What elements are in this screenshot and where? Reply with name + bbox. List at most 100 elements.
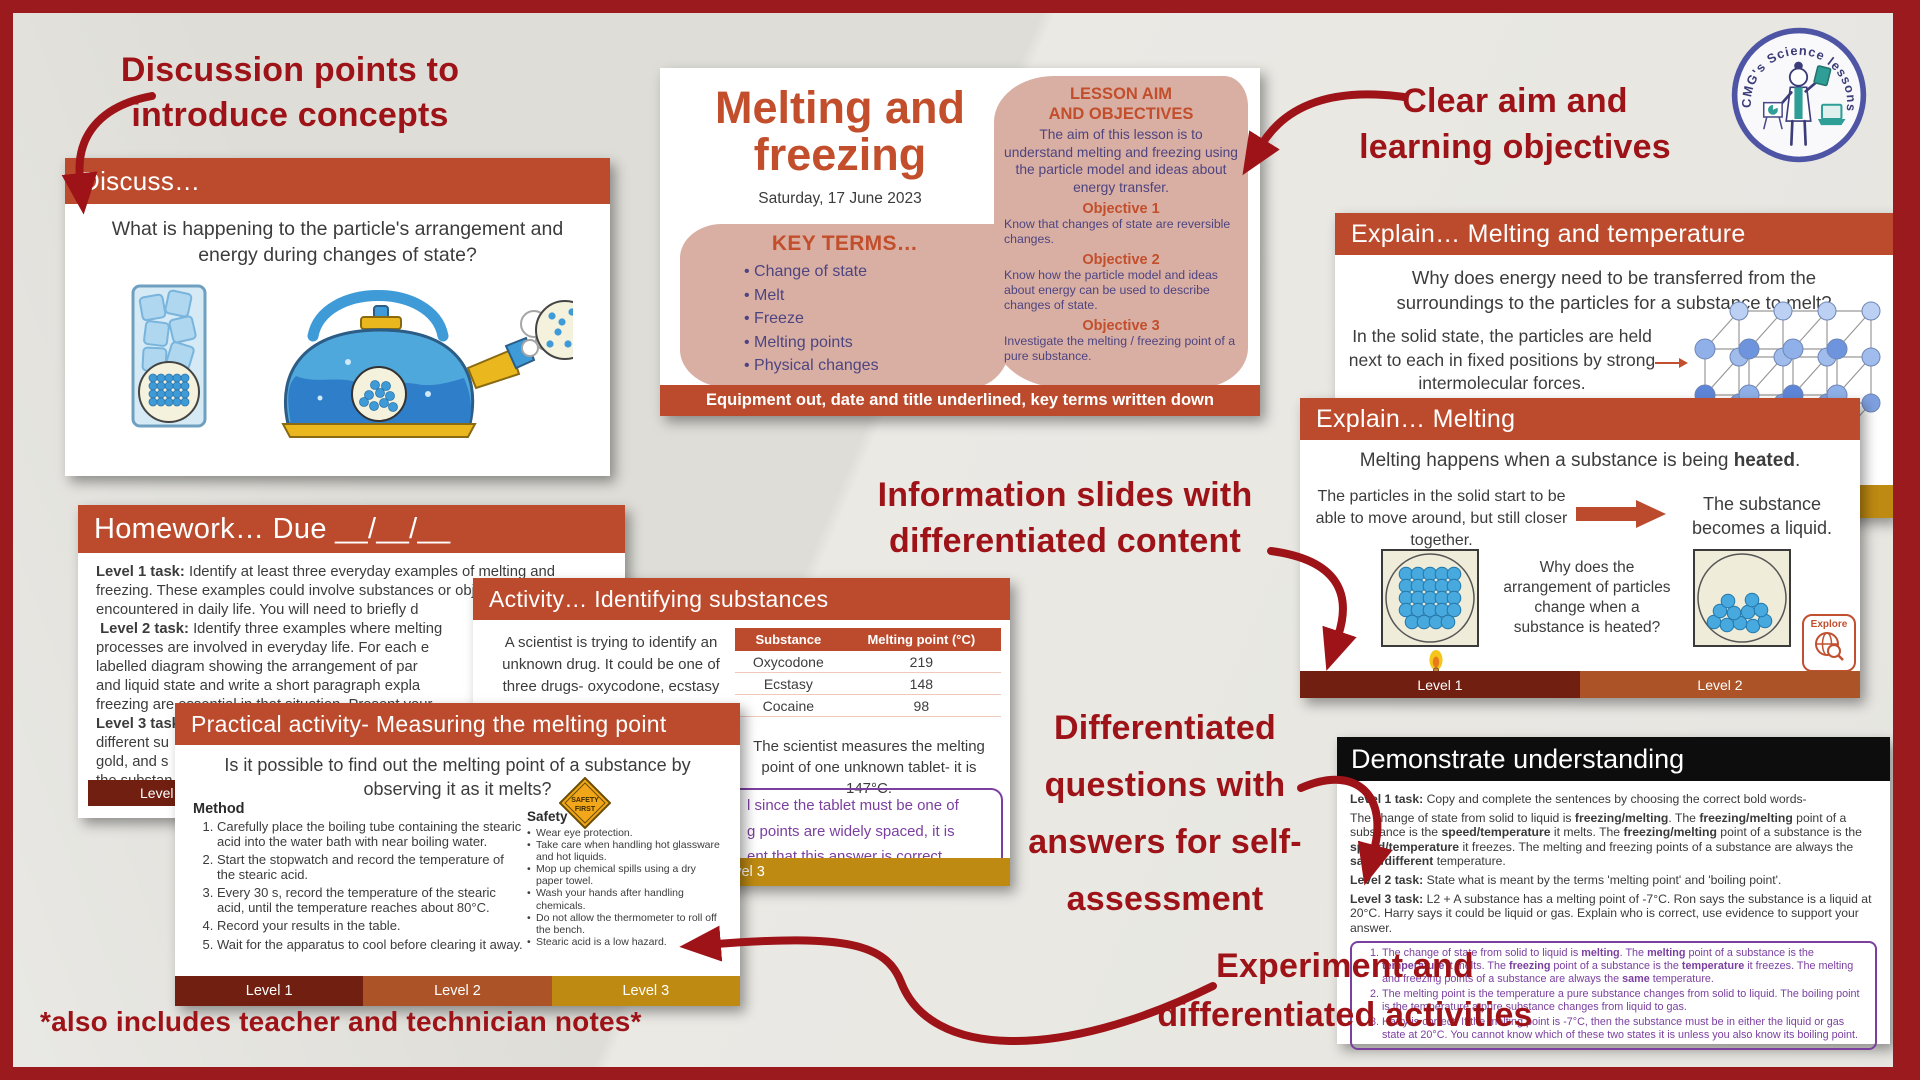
homework-line: and liquid state and write a short parag… [96, 678, 421, 694]
pie-chart-board-icon [1762, 101, 1783, 130]
annotation-line: introduce concepts [131, 96, 449, 134]
slide-activity-identifying-substances: Activity… Identifying substances A scien… [473, 578, 1010, 886]
answer-line: g points are widely spaced, it is [747, 822, 955, 840]
level-bars: Level 1 Level 2 Level 3 [175, 976, 740, 1006]
lesson-date: Saturday, 17 June 2023 [758, 190, 922, 207]
level3-task: Level 3 task: L2 + A substance has a mel… [1350, 891, 1872, 935]
annotation-line: Differentiated [1054, 709, 1276, 747]
activity-intro: A scientist is trying to identify an unk… [485, 632, 737, 698]
safety-list: Wear eye protection. Take care when hand… [527, 827, 723, 948]
cell-substance: Oxycodone [735, 651, 842, 673]
annotation-line: Clear aim and [1402, 82, 1628, 120]
annotation-discussion-points: Discussion points to introduce concepts [60, 48, 520, 138]
slide-header-bar: Explain… Melting and temperature [1335, 213, 1893, 255]
key-terms-heading: KEY TERMS… [771, 232, 919, 255]
homework-line: different su [96, 735, 169, 751]
key-term: Physical changes [744, 354, 1010, 378]
question-text: Why does energy need to be transferred f… [1396, 267, 1832, 313]
lesson-title: Melting and freezing [715, 82, 965, 180]
homework-line: encountered in daily life. You will need… [96, 602, 419, 618]
slide-demonstrate-understanding: Demonstrate understanding Level 1 task: … [1337, 737, 1890, 1050]
level-label: Level 2 [434, 983, 481, 999]
badge-text-safety: SAFETY [571, 797, 599, 804]
safety-item: Stearic acid is a low hazard. [527, 936, 723, 948]
boiling-kettle-icon [280, 290, 573, 438]
key-term: Melt [744, 284, 1010, 308]
objective-label: Objective 1 [1082, 201, 1160, 217]
laptop-icon [1817, 103, 1846, 126]
slide-practical-activity: Practical activity- Measuring the meltin… [175, 703, 740, 1006]
method-section: Method Carefully place the boiling tube … [193, 801, 523, 956]
annotation-line: Information slides with [877, 476, 1253, 514]
homework-line: gold, and s [96, 754, 169, 770]
annotation-differentiated-questions: Differentiated questions with answers fo… [985, 700, 1345, 928]
level-1-bar: Level 1 [1300, 671, 1580, 698]
level-bars: Level 1 Level 2 [1300, 671, 1860, 698]
table-row: Oxycodone 219 [735, 651, 1001, 673]
slide-title: Activity… Identifying substances [489, 585, 829, 612]
method-step: Record your results in the table. [217, 918, 523, 934]
aim-heading: LESSON AIM AND OBJECTIVES [1004, 84, 1238, 124]
objective-text: Know how the particle model and ideas ab… [1004, 268, 1218, 312]
slide-title: Explain… Melting [1316, 404, 1516, 433]
annotation-line: Experiment and [1216, 947, 1474, 985]
answer-item: The melting point is the temperature a p… [1382, 988, 1867, 1014]
key-terms-list: Change of state Melt Freeze Melting poin… [744, 260, 1010, 378]
method-step: Start the stopwatch and record the tempe… [217, 852, 523, 882]
annotation-clear-aim: Clear aim and learning objectives [1315, 78, 1715, 170]
homework-line: labelled diagram showing the arrangement… [96, 659, 418, 675]
annotation-line: answers for self- [1028, 823, 1302, 861]
level2-task: Level 2 task: State what is meant by the… [1350, 872, 1782, 887]
slide-discuss: Discuss… What is happening to the partic… [65, 158, 610, 476]
melting-points-table: Substance Melting point (°C) Oxycodone 2… [735, 628, 1001, 717]
method-step: Carefully place the boiling tube contain… [217, 819, 523, 849]
badge-text-first: FIRST [575, 806, 596, 813]
solid-description: The particles in the solid start to be a… [1315, 488, 1568, 549]
explore-badge: Explore [1802, 614, 1856, 672]
key-term: Melting points [744, 331, 1010, 355]
answer-item: Harry is correct. If the melting point i… [1382, 1016, 1867, 1042]
annotation-line: learning objectives [1359, 128, 1671, 166]
level1-sentences: The change of state from solid to liquid… [1350, 810, 1862, 869]
cell-substance: Ecstasy [735, 672, 842, 695]
slide-header-bar: Practical activity- Measuring the meltin… [175, 703, 740, 745]
demo-body: Level 1 task: Copy and complete the sent… [1337, 781, 1890, 1050]
method-heading: Method [193, 801, 245, 817]
annotation-experiment-activities: Experiment and differentiated activities [1095, 942, 1595, 1040]
liquid-description: The substance becomes a liquid. [1691, 494, 1833, 538]
intro-line: three drugs- oxycodone, ecstasy [502, 678, 720, 695]
aim-heading-line2: AND OBJECTIVES [1048, 105, 1194, 123]
discussion-question: What is happening to the particle's arra… [111, 218, 564, 266]
intro-line: A scientist is trying to identify an [504, 634, 718, 651]
level-2-bar: Level 2 [1580, 671, 1860, 698]
level-label: Level 2 [1697, 676, 1743, 693]
glass-of-ice-icon [131, 284, 206, 428]
explore-globe-icon [1815, 632, 1844, 661]
objective-label: Objective 2 [1082, 252, 1160, 268]
gas-particles [545, 308, 573, 348]
aim-heading-line1: LESSON AIM [1069, 85, 1173, 103]
ice-glass-and-kettle-illustration [131, 284, 573, 438]
aim-text: The aim of this lesson is to understand … [1004, 127, 1238, 195]
intro-line: unknown drug. It could be one of [502, 656, 720, 673]
safety-item: Do not allow the thermometer to roll off… [527, 912, 723, 936]
answer-item: The change of state from solid to liquid… [1382, 947, 1867, 986]
level-label: Level 1 [140, 785, 186, 801]
level1-task: Level 1 task: Copy and complete the sent… [1350, 792, 1807, 806]
annotation-footnote: *also includes teacher and technician no… [40, 1006, 642, 1037]
table-row: Ecstasy 148 [735, 672, 1001, 695]
slide-header-bar: Explain… Melting [1300, 398, 1860, 440]
annotation-information-slides: Information slides with differentiated c… [835, 472, 1295, 564]
method-step: Every 30 s, record the temperature of th… [217, 885, 523, 915]
annotation-line: questions with [1044, 766, 1286, 804]
liquid-particles-diagram [1693, 549, 1791, 647]
slide-title: Explain… Melting and temperature [1351, 219, 1746, 248]
annotation-line: Discussion points to [120, 51, 460, 89]
key-term: Freeze [744, 307, 1010, 331]
safety-item: Wash your hands after handling chemicals… [527, 887, 723, 911]
method-step: Wait for the apparatus to cool before cl… [217, 937, 523, 953]
cmg-science-lessons-logo: CMG's Science lessons [1731, 27, 1867, 163]
solid-particles-diagram [1381, 549, 1479, 647]
safety-item: Wear eye protection. [527, 827, 723, 839]
